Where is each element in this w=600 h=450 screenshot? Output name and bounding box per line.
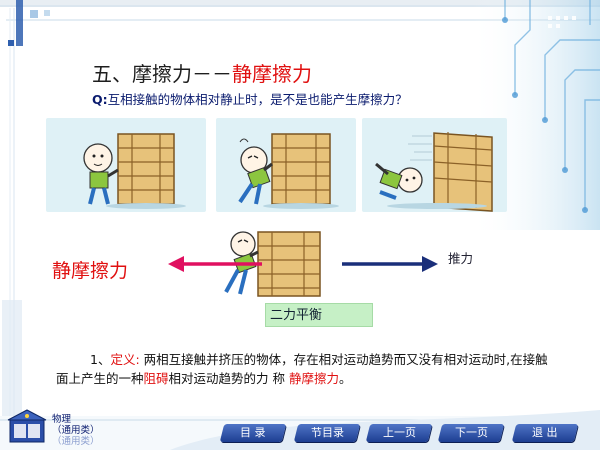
question-line: Q:互相接触的物体相对静止时，是不是也能产生摩擦力？ (92, 89, 408, 108)
title-prefix: 五、摩擦力－－ (92, 62, 232, 86)
illustration-panel-2 (216, 118, 356, 212)
definition-term: 定义: (110, 352, 140, 367)
force-diagram (168, 231, 438, 297)
book-logo-icon (7, 409, 47, 443)
logo-subtitle: （通用类） (52, 425, 100, 436)
crate-illustration (257, 231, 321, 297)
nav-contents-label: 目 录 (240, 426, 266, 439)
static-friction-label: 静摩擦力 (52, 260, 129, 282)
illustration-panel-3 (362, 118, 507, 212)
nav-section-contents-label: 节目录 (310, 426, 344, 439)
page-title: 五、摩擦力－－静摩擦力 (92, 58, 312, 87)
logo-title: 物理 (52, 414, 72, 425)
force-balance-box: 二力平衡 (265, 303, 373, 327)
definition-part2: 相对运动趋势的力 称 (168, 371, 289, 386)
definition-hinder: 阻碍 (143, 371, 169, 386)
definition-end: 。 (339, 371, 352, 386)
nav-exit-label: 退 出 (532, 426, 558, 439)
definition-paragraph: 1、定义: 两相互接触并挤压的物体，存在相对运动趋势而又没有相对运动时,在接触面… (56, 350, 556, 388)
title-highlight: 静摩擦力 (232, 62, 312, 86)
nav-contents-button[interactable]: 目 录 (219, 424, 287, 442)
static-friction-arrow (168, 256, 262, 272)
nav-exit-button[interactable]: 退 出 (511, 424, 579, 442)
push-force-label: 推力 (448, 251, 474, 266)
nav-next-page-label: 下一页 (454, 426, 488, 439)
boy-pushing-crate-illustration-3 (375, 132, 493, 212)
definition-number: 1、 (90, 352, 111, 367)
illustration-panel-1 (46, 118, 206, 212)
push-force-arrow (342, 256, 438, 272)
logo-text: 物理 （通用类） （通用类） (52, 414, 100, 447)
question-text: 互相接触的物体相对静止时，是不是也能产生摩擦力？ (107, 92, 408, 107)
definition-part1: 两相互接触并挤压的物体，存在相对运动趋势而又没有相对运动时,在接触面上产生的一种 (56, 352, 548, 386)
nav-previous-page-label: 上一页 (382, 426, 416, 439)
question-marker: Q: (92, 92, 108, 107)
nav-previous-page-button[interactable]: 上一页 (365, 424, 433, 442)
boy-pushing-crate-illustration-2 (238, 133, 339, 209)
nav-section-contents-button[interactable]: 节目录 (293, 424, 361, 442)
nav-next-page-button[interactable]: 下一页 (437, 424, 505, 442)
definition-term-name: 静摩擦力 (288, 371, 339, 386)
boy-pushing-crate-illustration-1 (83, 133, 186, 209)
logo-subtitle-reflection: （通用类） (52, 436, 100, 447)
